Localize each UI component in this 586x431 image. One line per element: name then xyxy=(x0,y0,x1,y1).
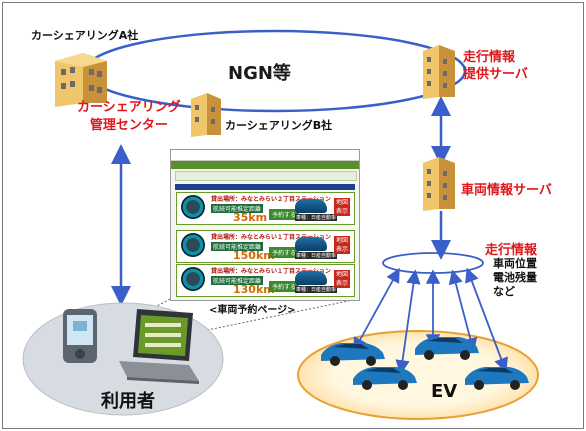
range-label: 航続可能推定距離 xyxy=(211,276,264,285)
station-location: 貸出場所：みなとみらい２丁目ステーション xyxy=(211,196,331,203)
station-location: 貸出場所：みなとみらい１丁目ステーション xyxy=(211,234,331,241)
travel-info-server-label: 走行情報 提供サーバ xyxy=(463,50,528,82)
ev-car-icon xyxy=(415,337,479,360)
range-label: 航続可能推定距離 xyxy=(211,242,264,251)
booking-header xyxy=(171,150,359,161)
wireless-link xyxy=(395,269,421,375)
travel-info-label: 走行情報 xyxy=(485,243,538,258)
callout-line xyxy=(192,298,359,334)
management-center-label: カーシェアリング 管理センター xyxy=(77,100,181,133)
wireless-link xyxy=(465,267,508,373)
gauge-icon xyxy=(181,233,205,257)
booking-page-caption: <車両予約ページ> xyxy=(209,305,296,316)
laptop-icon xyxy=(119,309,199,384)
station-row[interactable]: 貸出場所：みなとみらい２丁目ステーション 航続可能推定距離 35km 予約する … xyxy=(176,192,355,225)
ev-car-icon xyxy=(353,367,417,390)
ev-car-icon xyxy=(465,367,529,390)
building-icon xyxy=(423,45,455,99)
booking-search xyxy=(175,171,357,181)
car-model-label: 車種：日産自動車 xyxy=(295,252,338,259)
gauge-icon xyxy=(181,267,205,291)
map-button[interactable]: 地図表示 xyxy=(334,270,350,288)
vehicle-details-label: 車両位置 電池残量 など xyxy=(493,257,537,298)
range-value: 130km xyxy=(233,283,275,296)
company-a-label: カーシェアリングA社 xyxy=(31,29,139,42)
gauge-icon xyxy=(181,195,205,219)
range-label: 航続可能推定距離 xyxy=(211,204,264,213)
wireless-link xyxy=(353,267,400,353)
map-button[interactable]: 地図表示 xyxy=(334,198,350,216)
booking-page: 貸出場所：みなとみらい２丁目ステーション 航続可能推定距離 35km 予約する … xyxy=(170,149,360,301)
booking-nav xyxy=(171,161,359,169)
callout-line xyxy=(120,298,171,326)
wireless-hub xyxy=(382,252,484,274)
ev-label: EV xyxy=(431,381,458,402)
vehicle-info-server-label: 車両情報サーバ xyxy=(461,183,552,198)
pda-icon xyxy=(63,309,97,363)
ev-car-icon xyxy=(321,343,385,366)
building-icon xyxy=(55,53,107,107)
connection-layer xyxy=(22,29,539,420)
range-value: 150km xyxy=(233,249,275,262)
map-button[interactable]: 地図表示 xyxy=(334,236,350,254)
car-thumbnail xyxy=(295,237,327,251)
car-thumbnail xyxy=(295,199,327,213)
reserve-button[interactable]: 予約する xyxy=(269,281,300,292)
station-row[interactable]: 貸出場所：みなとみらい１丁目ステーション 航続可能推定距離 150km 予約する… xyxy=(176,230,355,263)
station-location: 貸出場所：みなとみらい１丁目ステーション xyxy=(211,268,331,275)
reserve-button[interactable]: 予約する xyxy=(269,209,300,220)
company-b-label: カーシェアリングB社 xyxy=(225,119,333,132)
range-value: 35km xyxy=(233,211,268,224)
network-label: NGN等 xyxy=(228,63,291,84)
booking-results-bar xyxy=(175,184,355,190)
car-model-label: 車種：日産自動車 xyxy=(295,286,338,293)
building-icon xyxy=(423,157,455,211)
building-icon xyxy=(191,93,221,137)
station-row[interactable]: 貸出場所：みなとみらい１丁目ステーション 航続可能推定距離 130km 予約する… xyxy=(176,264,355,297)
car-thumbnail xyxy=(295,271,327,285)
car-model-label: 車種：日産自動車 xyxy=(295,214,338,221)
user-label: 利用者 xyxy=(101,391,155,412)
reserve-button[interactable]: 予約する xyxy=(269,247,300,258)
